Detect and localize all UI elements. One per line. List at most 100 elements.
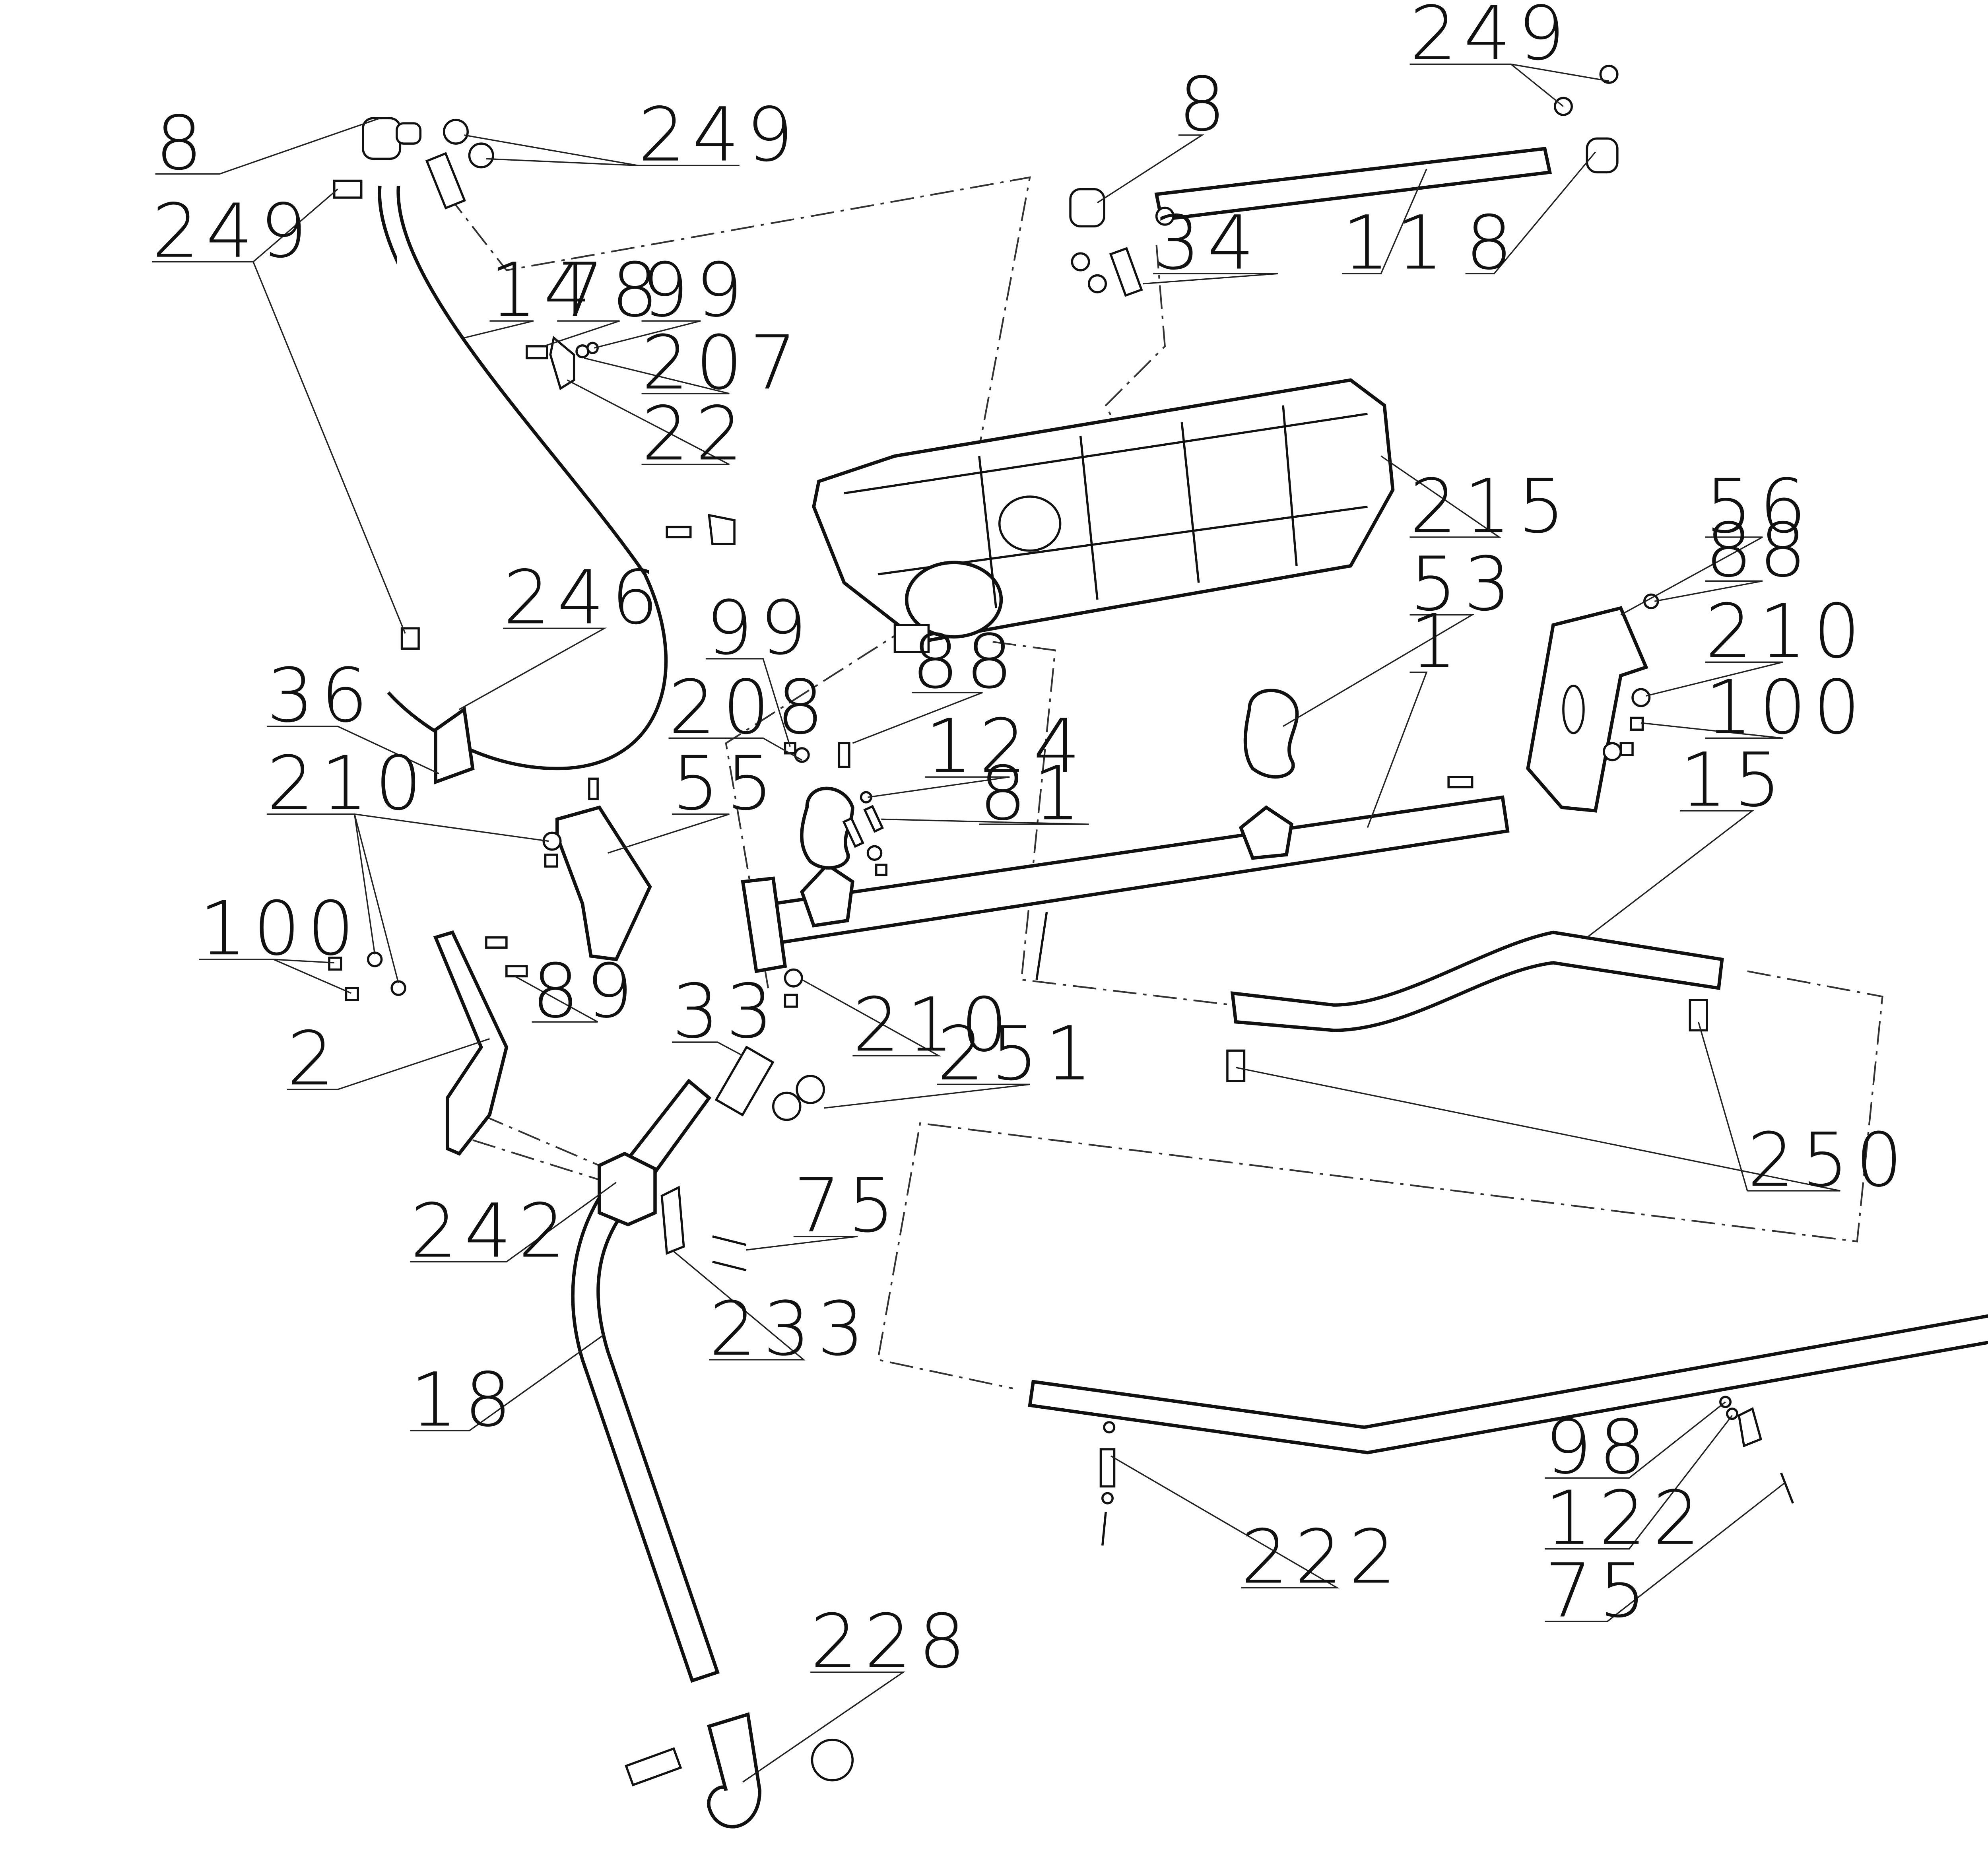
nut (544, 853, 558, 868)
callout-246: 246 (503, 555, 665, 641)
callout-242: 242 (410, 1188, 573, 1275)
hose-clamp-249 (1553, 97, 1573, 116)
bolt-75 (1780, 1472, 1794, 1504)
washer (784, 968, 803, 988)
washer-122 (1726, 1408, 1739, 1420)
callout-99: 99 (706, 585, 814, 672)
hose-clamp-249 (333, 179, 363, 199)
washer (1101, 1492, 1114, 1505)
callout-18: 18 (410, 1357, 518, 1443)
callout-251: 251 (937, 1011, 1099, 1097)
callout-122: 122 (1545, 1476, 1707, 1562)
washer (866, 845, 883, 861)
bolt (842, 817, 864, 848)
hose-15 (1230, 930, 1724, 1032)
drain-rod (1035, 912, 1048, 980)
nut (784, 994, 798, 1008)
hose-clamp-249 (400, 627, 420, 650)
bracket-2 (433, 930, 509, 1156)
bolt-88 (838, 742, 850, 768)
clamp-250 (1689, 999, 1708, 1032)
elbow-fitting-8 (362, 117, 422, 160)
hose-clamp (1088, 274, 1107, 293)
bolt-75 (712, 1260, 747, 1272)
callout-22: 22 (642, 391, 750, 477)
long-pipe-4 (1028, 1314, 1988, 1454)
cross-tube-tab (1239, 805, 1293, 860)
callout-208: 208 (668, 665, 831, 751)
callout-249: 249 (152, 188, 314, 275)
washer-210 (367, 951, 383, 967)
block-242 (598, 1151, 657, 1227)
bolt (863, 805, 884, 833)
bracket-53 (1243, 689, 1299, 779)
callout-99: 99 (642, 247, 750, 334)
nut (1619, 742, 1634, 756)
upper-hose-14-inner (387, 186, 668, 771)
callout-75: 75 (1545, 1548, 1653, 1634)
callout-56: 56 (1705, 464, 1813, 550)
hose-clamp-249 (1599, 64, 1619, 84)
assembly-line (472, 1114, 608, 1183)
callout-249: 249 (1410, 0, 1572, 77)
clamp-250 (1226, 1049, 1246, 1082)
bracket-55 (555, 805, 652, 961)
hose-clamp (1071, 252, 1090, 272)
callout-14: 14 (489, 247, 598, 334)
bracket-hole (1562, 685, 1585, 734)
bolt (588, 777, 599, 800)
callout-222: 222 (1241, 1514, 1403, 1601)
callout-8: 8 (1466, 200, 1520, 286)
callout-98: 98 (1545, 1404, 1653, 1491)
callout-233: 233 (709, 1286, 871, 1373)
callout-2: 2 (287, 1016, 341, 1102)
callout-34: 34 (1153, 200, 1261, 286)
callout-210: 210 (852, 982, 1015, 1068)
callout-249: 249 (638, 92, 800, 179)
callout-36: 36 (267, 653, 375, 739)
callout-33: 33 (672, 969, 780, 1055)
washer-210 (390, 980, 406, 996)
callout-210: 210 (1705, 589, 1868, 675)
bracket-36 (434, 706, 475, 784)
callout-1: 1 (1410, 599, 1464, 685)
callout-100: 100 (1705, 665, 1868, 751)
hose-clamp (1155, 206, 1175, 226)
nut-100 (328, 956, 342, 971)
hose-clamp-251 (772, 1091, 802, 1121)
hose-clamp-249 (468, 142, 494, 169)
callout-labels: 8 249 249 14 78 99 207 22 249 8 34 11 8 … (152, 0, 1903, 1685)
nut (1103, 1421, 1116, 1434)
callout-215: 215 (1410, 464, 1572, 550)
elbow-fitting-8 (1586, 137, 1619, 174)
callout-75: 75 (794, 1163, 902, 1249)
callout-228: 228 (810, 1599, 973, 1685)
callout-11: 11 (1342, 200, 1450, 286)
callout-89: 89 (532, 948, 640, 1035)
bolt-78 (526, 345, 548, 359)
elbow-228 (707, 1712, 762, 1829)
callout-53: 53 (1410, 542, 1518, 628)
assembly-line (877, 970, 1883, 1390)
washer-210 (1631, 688, 1651, 707)
elbow-fitting-8 (1069, 188, 1105, 228)
clamp-222 (1099, 1448, 1116, 1488)
callout-55: 55 (672, 741, 780, 827)
pipe-clamp (1738, 1407, 1763, 1448)
callout-210: 210 (267, 741, 429, 827)
callout-8: 8 (155, 101, 210, 187)
clip (708, 514, 736, 545)
cross-tube-tab (800, 862, 854, 928)
washer (1603, 742, 1622, 761)
nut (875, 864, 887, 876)
callout-100: 100 (199, 886, 361, 972)
assembly-line (447, 176, 1031, 448)
bracket-81 (800, 786, 854, 870)
sleeve-33 (714, 1045, 775, 1116)
bolt (1101, 1511, 1107, 1546)
bolt (1447, 776, 1474, 788)
callout-8: 8 (1178, 62, 1233, 148)
expansion-tank-215 (812, 378, 1395, 653)
leader-lines (152, 63, 1840, 1783)
bolt (485, 936, 508, 949)
